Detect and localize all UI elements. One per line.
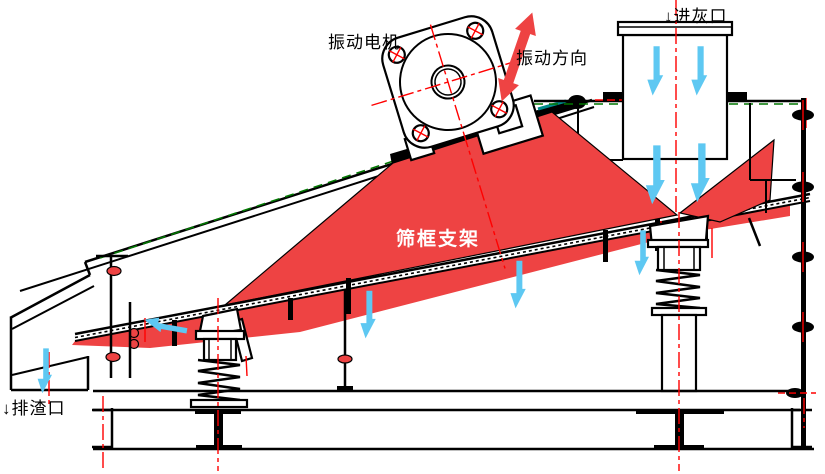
- wall-bolts: [778, 100, 816, 398]
- support-spring-left: [189, 307, 249, 409]
- deck-joint: [346, 278, 351, 314]
- flow-arrow-down: [37, 348, 52, 394]
- vibration-direction-label: 振动方向: [516, 49, 588, 68]
- deflector-strut: [747, 217, 762, 247]
- base-end-channel-right: [790, 408, 812, 449]
- base-leg-right: [636, 410, 724, 449]
- hood-posts: [96, 254, 353, 391]
- slag-outlet-chute: [9, 261, 95, 404]
- vibration-motor-label: 振动电机: [328, 33, 400, 52]
- screen-frame-support-panel: [224, 111, 679, 306]
- motor-bolts: [387, 21, 509, 143]
- screen-mesh-accent: [537, 99, 567, 111]
- deck-joint: [172, 320, 177, 346]
- slag-outlet-label: ↓排渣口: [2, 399, 66, 418]
- vibration-motor-assembly: [371, 15, 545, 269]
- coil-spring: [655, 268, 701, 310]
- screen-frame-red-parts: [72, 111, 790, 348]
- deck-joint: [603, 230, 608, 262]
- screen-frame-support-label: 筛框支架: [396, 229, 481, 250]
- post-bolt: [105, 351, 121, 363]
- deck-joint: [288, 298, 293, 320]
- post-bolt: [337, 354, 353, 364]
- inlet-flange: [616, 20, 734, 37]
- post-bolt: [106, 265, 122, 277]
- support-spring-right: [646, 214, 710, 393]
- coil-spring: [197, 358, 241, 402]
- mount-bracket: [603, 92, 623, 101]
- discharge-trough: [72, 205, 790, 348]
- ash-inlet-box: [616, 0, 734, 213]
- motor-centerline-v: [429, 24, 506, 269]
- base-frame: [92, 212, 814, 471]
- mount-bracket: [727, 92, 747, 101]
- vibration-direction-arrow: [498, 12, 536, 102]
- hood-centerline-green: [99, 105, 561, 259]
- ash-inlet-label: ↓进灰口: [664, 7, 728, 26]
